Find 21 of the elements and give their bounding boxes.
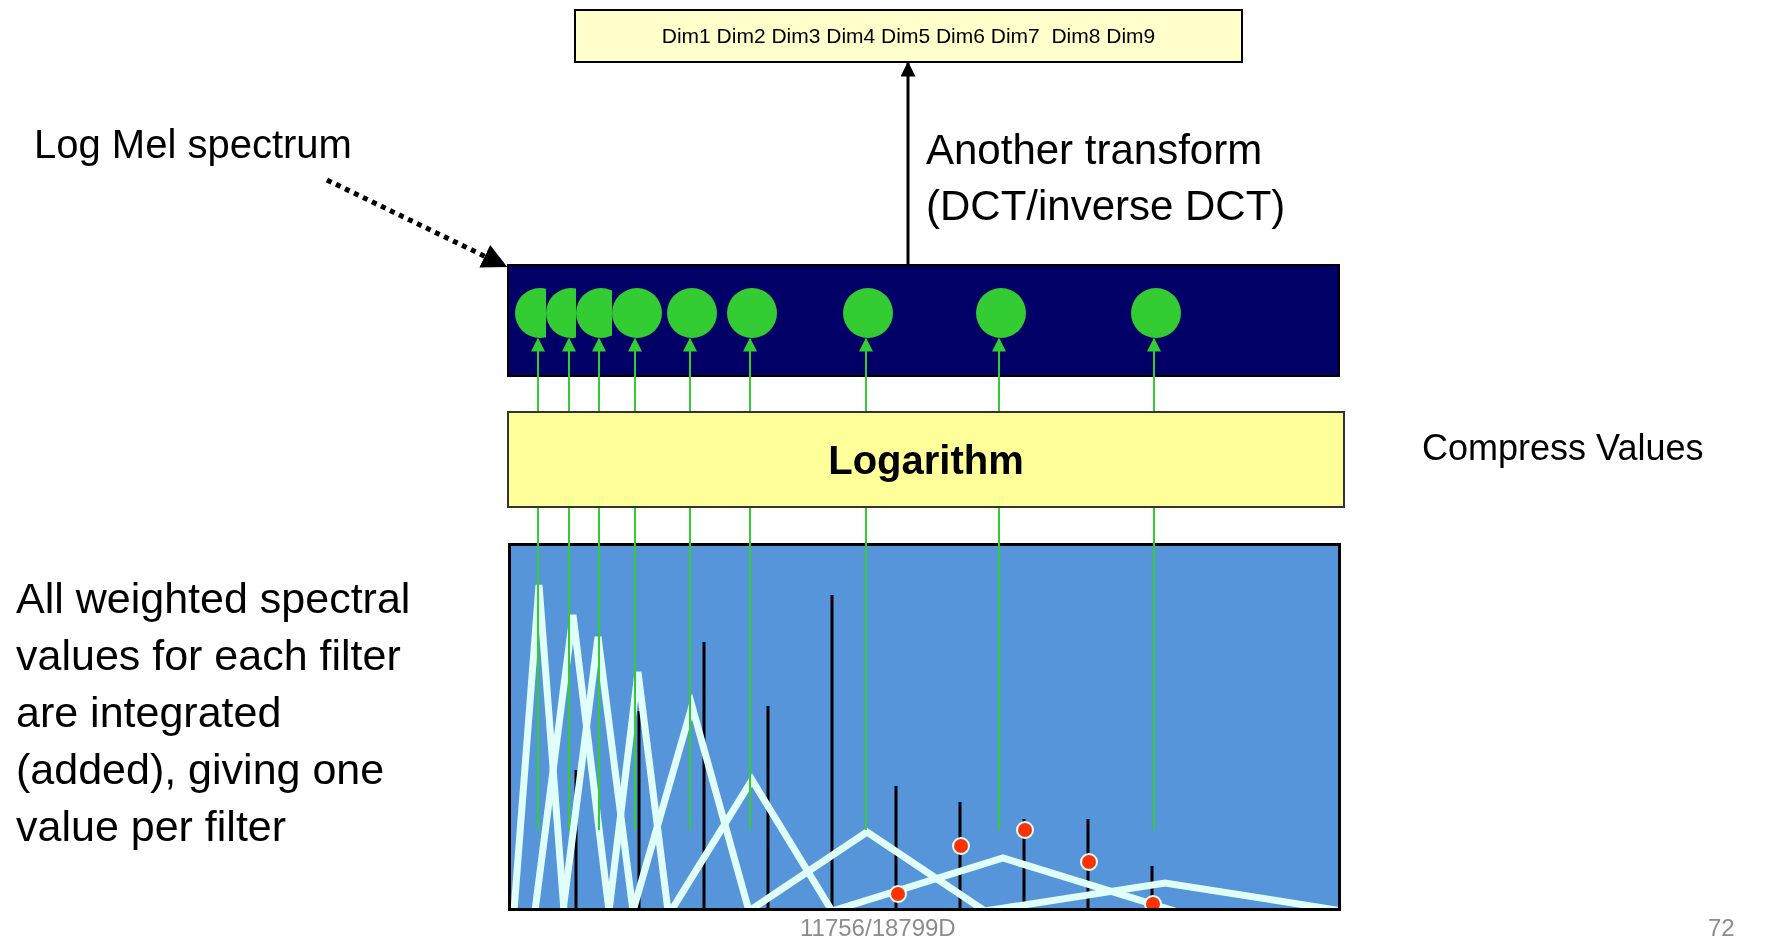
output-box bbox=[574, 9, 1243, 63]
edge-label: Another transform (DCT/inverse DCT) bbox=[926, 125, 1287, 231]
arrow bbox=[743, 337, 757, 412]
dotted-arrow bbox=[325, 177, 508, 269]
arrow bbox=[562, 337, 576, 412]
arrow bbox=[992, 337, 1006, 412]
annotation-text: All weighted spectral values for each filter are integrated (added), giving one value per filter bbox=[16, 573, 412, 852]
arrow bbox=[531, 337, 545, 412]
callout-text: Log Mel spectrum bbox=[34, 121, 352, 168]
arrow bbox=[900, 61, 916, 264]
arrow bbox=[859, 337, 873, 412]
process-box bbox=[507, 411, 1345, 508]
annotation-text: Compress Values bbox=[1422, 426, 1705, 470]
spectrum-bar bbox=[507, 264, 1340, 377]
arrow bbox=[1147, 337, 1161, 412]
dimension-list: Dim1 Dim2 Dim3 Dim4 Dim5 Dim6 Dim7 Dim8 Dim9 bbox=[661, 20, 1156, 52]
arrow bbox=[628, 337, 642, 412]
footer-text: 11756/18799D bbox=[800, 913, 956, 940]
footer-text: 72 bbox=[1708, 913, 1735, 940]
arrow bbox=[683, 337, 697, 412]
arrow bbox=[592, 337, 606, 412]
